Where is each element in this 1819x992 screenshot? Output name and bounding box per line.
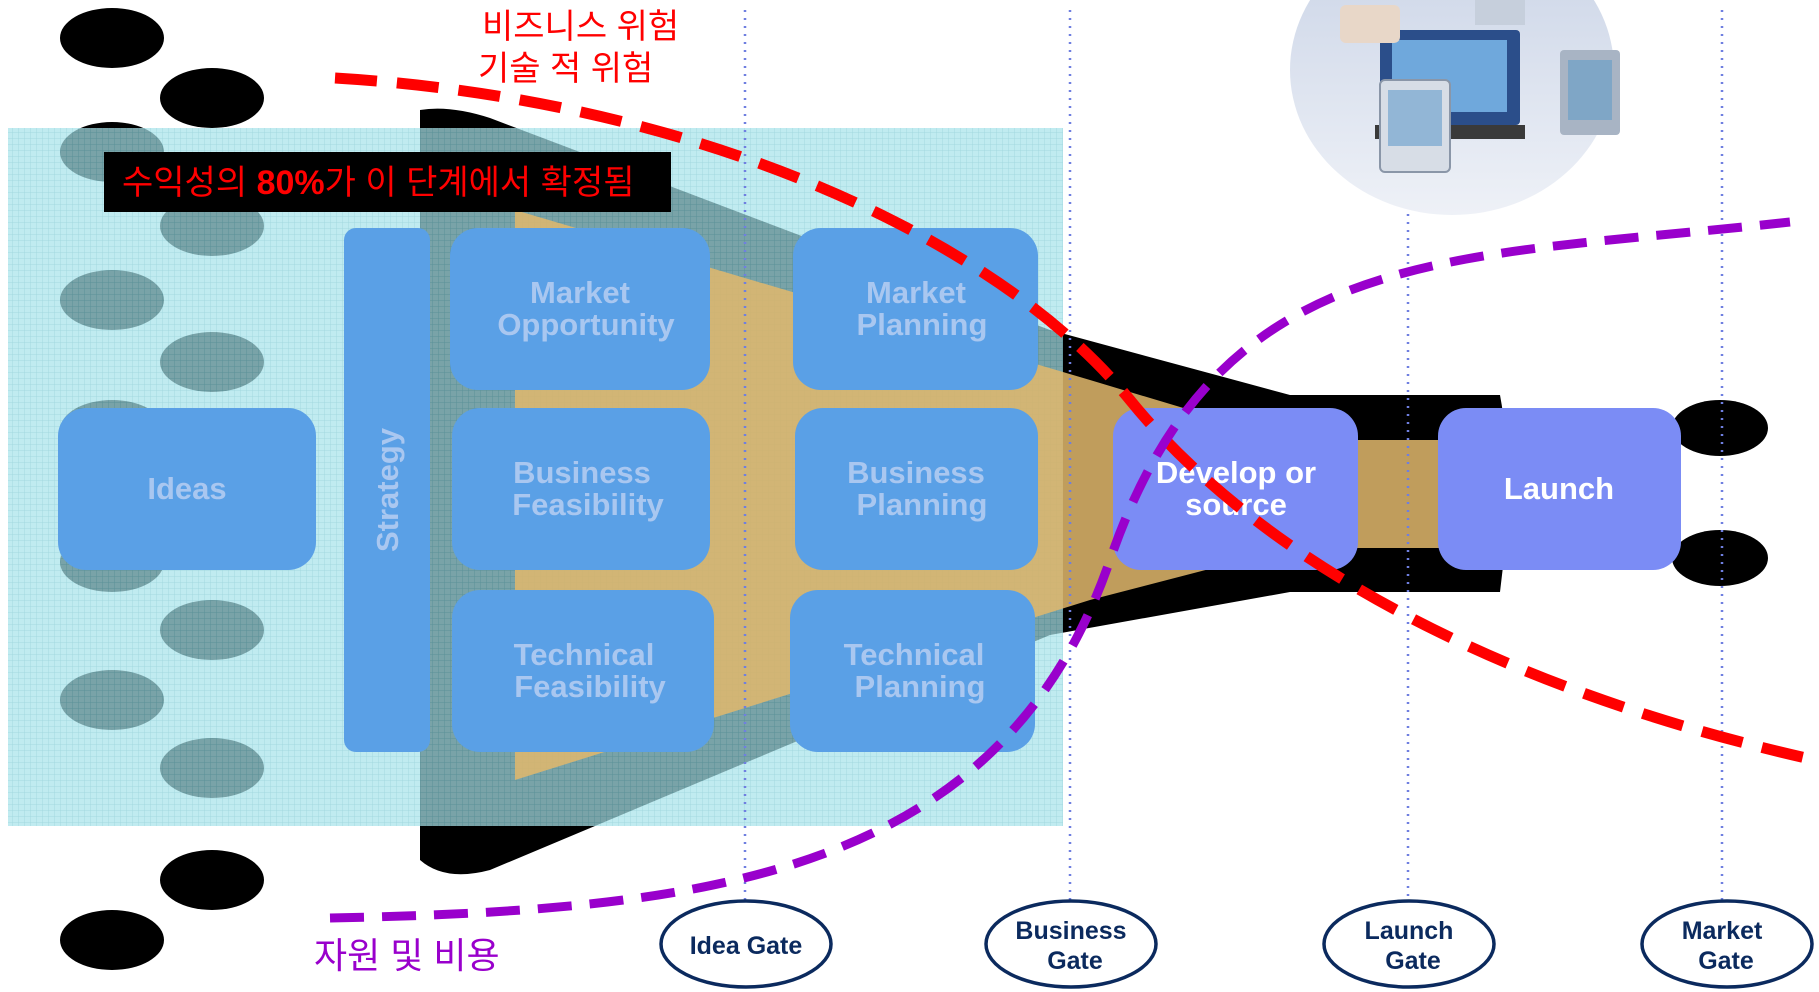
gate-lines (743, 10, 1724, 910)
profit-banner-background (104, 152, 671, 212)
business-gate-label-1: Business (1015, 917, 1126, 945)
technical-feasibility-label-2: Feasibility (514, 669, 666, 704)
gate-ovals (659, 899, 1814, 989)
market-opportunity-box (450, 228, 710, 390)
launch-gate-oval (1322, 899, 1496, 989)
profit-banner-text: 수익성의 80%가 이 단계에서 확정됨 (122, 164, 635, 202)
technical-planning-label-1: Technical (844, 637, 985, 672)
cost-curve (329, 217, 1791, 923)
market-planning-label-2: Planning (857, 307, 988, 342)
market-opportunity-label-2: Opportunity (497, 307, 675, 342)
ideas-box (58, 408, 316, 570)
technical-feasibility-box (452, 590, 714, 752)
idea-gate-label: Idea Gate (690, 932, 803, 960)
strategy-box (344, 228, 430, 752)
business-feasibility-label-2: Feasibility (512, 487, 664, 522)
strategy-label: Strategy (370, 427, 405, 552)
idea-gate-oval (659, 899, 833, 989)
market-planning-box (793, 228, 1038, 390)
business-feasibility-box (452, 408, 710, 570)
market-gate-oval (1640, 899, 1814, 989)
business-planning-label-1: Business (847, 455, 985, 490)
resource-cost-label: 자원 및 비용 (314, 935, 500, 976)
business-planning-label-2: Planning (857, 487, 988, 522)
technology-globe-image (1290, 0, 1620, 215)
business-gate-oval (984, 899, 1158, 989)
market-planning-label-1: Market (866, 275, 966, 310)
launch-gate-label-1: Launch (1365, 917, 1454, 945)
risk-curve (334, 72, 1817, 766)
technical-planning-box (790, 590, 1035, 752)
business-planning-box (795, 408, 1038, 570)
market-gate-label-1: Market (1682, 917, 1763, 945)
technical-risk-label: 기술 적 위험 (478, 50, 653, 88)
technical-planning-label-2: Planning (855, 669, 986, 704)
market-opportunity-label-1: Market (530, 275, 630, 310)
business-feasibility-label-1: Business (513, 455, 651, 490)
business-gate-label-2: Gate (1047, 947, 1103, 975)
launch-box (1438, 408, 1681, 570)
launch-label: Launch (1504, 471, 1614, 506)
launch-gate-label-2: Gate (1385, 947, 1441, 975)
ideas-label: Ideas (147, 471, 226, 506)
market-gate-label-2: Gate (1698, 947, 1754, 975)
business-risk-label: 비즈니스 위험 (482, 8, 679, 46)
technical-feasibility-label-1: Technical (514, 637, 655, 672)
